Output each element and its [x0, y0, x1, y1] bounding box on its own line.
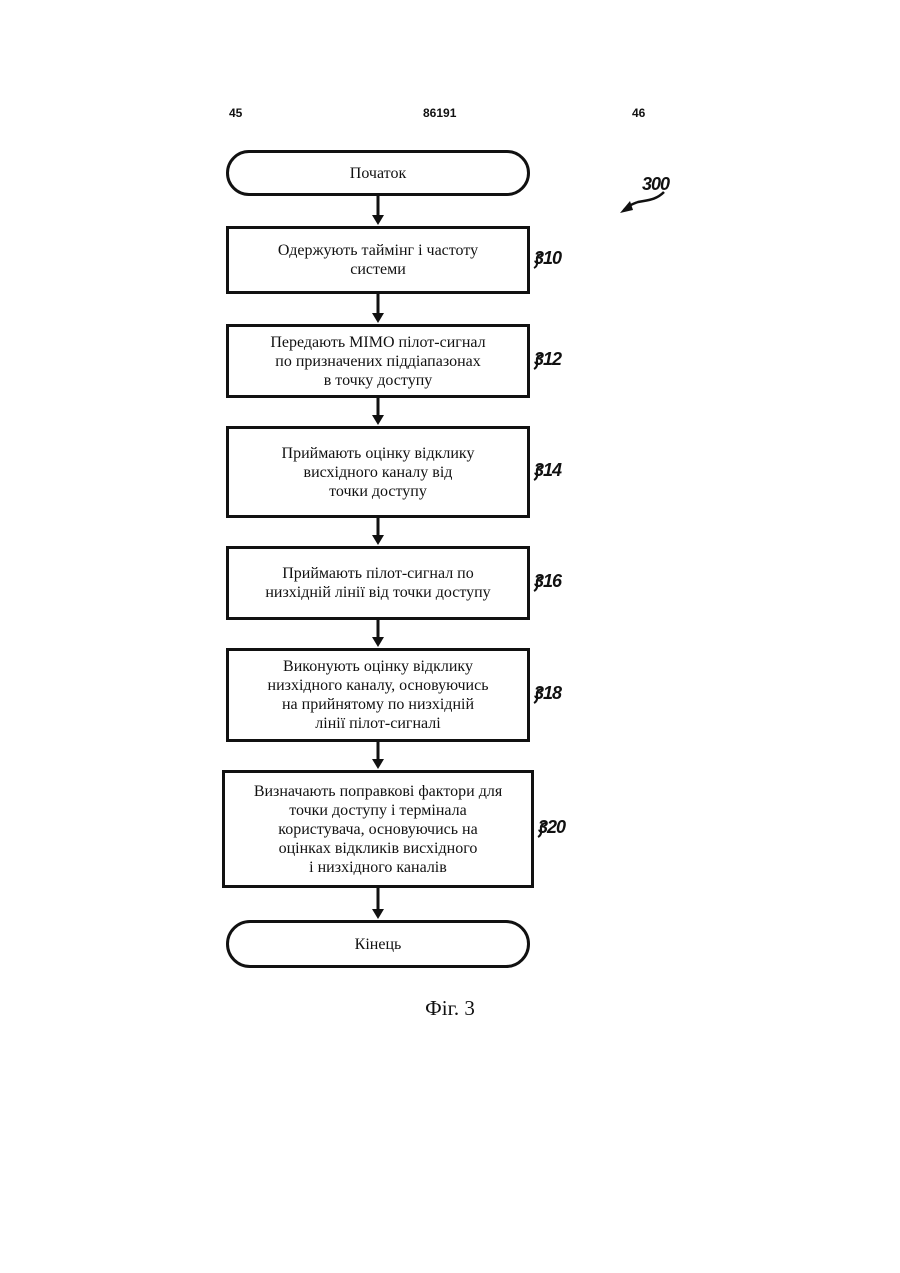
arrowhead-s320 — [372, 759, 384, 769]
arrowhead-s318 — [372, 637, 384, 647]
arrowhead-s314 — [372, 415, 384, 425]
figure-ref-label: 300 — [642, 174, 669, 195]
arrowhead-s316 — [372, 535, 384, 545]
figure-ref-arrow — [620, 192, 664, 213]
flow-node-text: Приймають пілот-сигнал по низхідній ліні… — [265, 564, 490, 602]
flow-node-start: Початок — [226, 150, 530, 196]
flow-node-s310: Одержують таймінг і частоту системи — [226, 226, 530, 294]
flow-node-text: Передають MIMO пілот-сигнал по призначен… — [270, 333, 485, 390]
step-ref-310: 310 — [534, 248, 561, 269]
flow-node-text: Початок — [350, 164, 406, 183]
arrowhead-end — [372, 909, 384, 919]
step-ref-320: 320 — [538, 817, 565, 838]
step-ref-318: 318 — [534, 683, 561, 704]
flow-node-s312: Передають MIMO пілот-сигнал по призначен… — [226, 324, 530, 398]
step-ref-312: 312 — [534, 349, 561, 370]
flow-node-text: Одержують таймінг і частоту системи — [278, 241, 478, 279]
flow-node-text: Кінець — [355, 935, 402, 954]
flow-node-end: Кінець — [226, 920, 530, 968]
arrowhead-s310 — [372, 215, 384, 225]
flow-node-text: Визначають поправкові фактори для точки … — [254, 782, 502, 877]
flow-node-s320: Визначають поправкові фактори для точки … — [222, 770, 534, 888]
step-ref-316: 316 — [534, 571, 561, 592]
flow-node-s314: Приймають оцінку відклику висхідного кан… — [226, 426, 530, 518]
flow-node-text: Виконують оцінку відклику низхідного кан… — [268, 657, 489, 733]
arrowhead-s312 — [372, 313, 384, 323]
figure-caption: Фіг. 3 — [0, 996, 900, 1021]
flow-node-s318: Виконують оцінку відклику низхідного кан… — [226, 648, 530, 742]
step-ref-314: 314 — [534, 460, 561, 481]
flow-node-s316: Приймають пілот-сигнал по низхідній ліні… — [226, 546, 530, 620]
flow-node-text: Приймають оцінку відклику висхідного кан… — [282, 444, 475, 501]
